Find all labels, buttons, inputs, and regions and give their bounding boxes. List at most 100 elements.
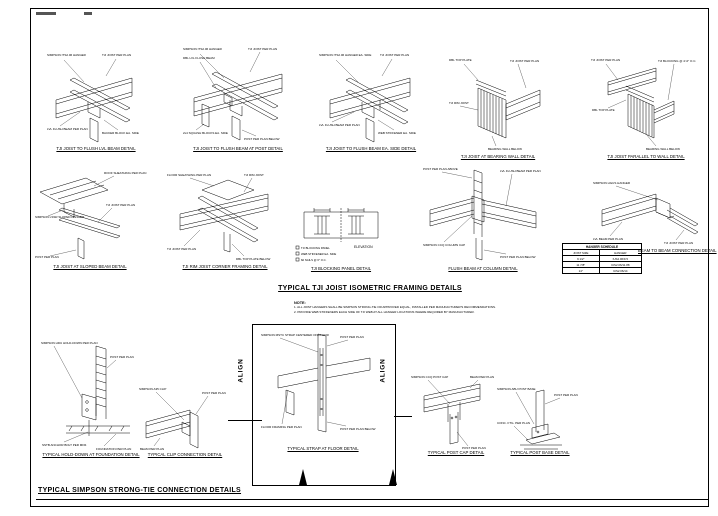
annotation: TJI JOIST PER PLAN xyxy=(380,53,409,57)
annotation: FLOOR FRAMING PER PLAN xyxy=(261,425,302,429)
framing-detail-8-drawing: TJI BLOCKING PANEL WEB STIFFENER EA. SID… xyxy=(295,208,379,262)
title-rule xyxy=(36,499,708,500)
annotation: POST PER PLAN xyxy=(340,335,364,339)
connection-detail-4: SIMPSON CCQ POST CAP BEAM PER PLAN POST … xyxy=(410,370,502,456)
annotation: TJI RIM JOIST xyxy=(244,173,264,177)
annotation: ROOF SHEATHING PER PLAN xyxy=(104,171,146,175)
annotation: POST PER PLAN ABOVE xyxy=(423,167,458,171)
connection-detail-3-drawing: SIMPSON MSTC STRAP CENTERED ON FLOOR POS… xyxy=(261,333,376,433)
annotation: SIMPSON CCQ POST CAP xyxy=(411,375,448,379)
plot-stamp-mark xyxy=(84,12,92,15)
view-label: ELEVATION xyxy=(354,245,373,249)
table-row: 14" IUS2.06/14 xyxy=(562,267,643,274)
hanger-schedule: HANGER SCHEDULE JOIST SIZE HANGER 9 1/2"… xyxy=(562,243,643,274)
detail-caption: TJI BLOCKING PANEL DETAIL xyxy=(310,266,372,271)
notes-block: NOTE: 1. ALL JOIST HANGERS SHALL BE SIMP… xyxy=(294,301,574,315)
annotation: DBL LVL FLUSH BEAM xyxy=(183,56,215,60)
annotation: BEAM PER PLAN xyxy=(140,447,164,451)
framing-detail-6-drawing: SIMPSON LSSR SLOPED HANGER ROOF SHEATHIN… xyxy=(35,171,146,260)
framing-detail-9-drawing: POST PER PLAN ABOVE LVL FLUSH BEAM PER P… xyxy=(423,167,541,261)
framing-detail-9: POST PER PLAN ABOVE LVL FLUSH BEAM PER P… xyxy=(422,164,544,272)
annotation: POST PER PLAN BELOW xyxy=(500,255,536,259)
annotation: SSTB ANCHOR BOLT PER MFR. xyxy=(42,443,87,447)
annotation: TJI JOIST PER PLAN xyxy=(167,247,196,251)
annotation: BACKER BLOCK EA. SIDE xyxy=(102,131,139,135)
annotation: POST PER PLAN xyxy=(110,355,134,359)
annotation: POST PER PLAN xyxy=(35,255,59,259)
framing-detail-5: TJI JOIST PER PLAN TJI BLOCKING @ 4'-0" … xyxy=(590,54,702,160)
connection-detail-5: SIMPSON ABU POST BASE POST PER PLAN CONC… xyxy=(496,384,584,456)
detail-caption: TYPICAL POST CAP DETAIL xyxy=(427,450,485,455)
legend-item: TJI BLOCKING PANEL xyxy=(301,246,330,250)
framing-detail-3-drawing: SIMPSON ITS2.06 HANGER EA. SIDE TJI JOIS… xyxy=(319,53,416,143)
annotation: POST PER PLAN xyxy=(202,391,226,395)
framing-detail-2-drawing: SIMPSON ITS2.06 HANGER TJI JOIST PER PLA… xyxy=(183,47,283,141)
detail-caption: FLUSH BEAM AT COLUMN DETAIL xyxy=(448,266,518,271)
annotation: LVL FLUSH BEAM PER PLAN xyxy=(319,123,360,127)
annotation: LVL BEAM PER PLAN xyxy=(593,237,623,241)
alignment-arrow xyxy=(299,469,307,485)
annotation: TJI BLOCKING @ 4'-0" O.C. xyxy=(658,59,696,63)
framing-detail-1: SIMPSON ITS2.06 HANGER TJI JOIST PER PLA… xyxy=(46,50,146,152)
annotation: BEAM PER PLAN xyxy=(470,375,494,379)
leader-line xyxy=(394,416,412,417)
detail-caption: TJI RIM JOIST CORNER FRAMING DETAIL xyxy=(182,264,268,269)
connection-detail-2: SIMPSON A35 CLIP POST PER PLAN BEAM PER … xyxy=(138,382,232,458)
annotation: TJI JOIST PER PLAN xyxy=(106,203,135,207)
annotation: SIMPSON ITS2.06 HANGER xyxy=(183,47,223,51)
annotation: 2x4 SQUASH BLOCKS EA. SIDE xyxy=(183,131,228,135)
connection-detail-4-drawing: SIMPSON CCQ POST CAP BEAM PER PLAN POST … xyxy=(411,375,494,450)
detail-caption: TJI JOIST AT BEARING WALL DETAIL xyxy=(460,154,536,159)
align-label-left: ALIGN xyxy=(237,358,245,383)
annotation: LVL FLUSH BEAM PER PLAN xyxy=(47,127,88,131)
annotation: LVL FLUSH BEAM PER PLAN xyxy=(500,169,541,173)
annotation: BEARING WALL BELOW xyxy=(488,147,522,151)
connections-section-title: TYPICAL SIMPSON STRONG-TIE CONNECTION DE… xyxy=(38,487,242,494)
framing-detail-4-drawing: DBL TOP PLATE TJI JOIST PER PLAN TJI RIM… xyxy=(449,58,541,151)
sheet-border xyxy=(30,8,709,507)
schedule-table: JOIST SIZE HANGER 9 1/2" IUS2.06/9.5 11 … xyxy=(562,249,643,274)
note-heading: NOTE: xyxy=(294,301,306,305)
detail-caption: TJI JOIST PARALLEL TO WALL DETAIL xyxy=(607,154,685,159)
annotation: CONC. FTG. PER PLAN xyxy=(497,421,530,425)
annotation: TJI RIM JOIST xyxy=(449,101,469,105)
connection-detail-1: SIMPSON HDU HOLD-DOWN PER PLAN POST PER … xyxy=(40,336,142,458)
connection-detail-2-drawing: SIMPSON A35 CLIP POST PER PLAN BEAM PER … xyxy=(139,387,226,451)
note-line: 2. PROVIDE WEB STIFFENERS EACH SIDE OF T… xyxy=(294,309,475,314)
connection-detail-3: SIMPSON MSTC STRAP CENTERED ON FLOOR POS… xyxy=(260,328,386,452)
annotation: WEB STIFFENER EA. SIDE xyxy=(378,131,416,135)
connection-detail-5-drawing: SIMPSON ABU POST BASE POST PER PLAN CONC… xyxy=(497,387,578,450)
annotation: TJI JOIST PER PLAN xyxy=(591,58,620,62)
plot-stamp-mark xyxy=(36,12,56,15)
annotation: SIMPSON HGUS HANGER xyxy=(593,181,631,185)
annotation: FOUNDATION PER PLAN xyxy=(96,447,131,451)
framing-detail-2: SIMPSON ITS2.06 HANGER TJI JOIST PER PLA… xyxy=(182,44,294,152)
annotation: SIMPSON ITS2.06 HANGER xyxy=(47,53,87,57)
framing-detail-1-drawing: SIMPSON ITS2.06 HANGER TJI JOIST PER PLA… xyxy=(47,53,139,143)
framing-detail-8: TJI BLOCKING PANEL WEB STIFFENER EA. SID… xyxy=(290,186,392,272)
annotation: POST PER PLAN xyxy=(554,393,578,397)
alignment-arrow xyxy=(389,469,397,485)
annotation: TJI JOIST PER PLAN xyxy=(102,53,131,57)
leader-line xyxy=(228,420,262,421)
framing-detail-3: SIMPSON ITS2.06 HANGER EA. SIDE TJI JOIS… xyxy=(318,50,424,152)
annotation: DBL TOP PLATE xyxy=(449,58,472,62)
annotation: SIMPSON ABU POST BASE xyxy=(497,387,535,391)
annotation: POST PER PLAN BELOW xyxy=(244,137,280,141)
framing-detail-10-drawing: SIMPSON HGUS HANGER LVL BEAM PER PLAN TJ… xyxy=(593,181,699,245)
detail-caption: TJI JOIST TO FLUSH BEAM EA. SIDE DETAIL xyxy=(325,146,417,151)
annotation: SIMPSON LSSR SLOPED HANGER xyxy=(35,215,85,219)
note-line: 1. ALL JOIST HANGERS SHALL BE SIMPSON ST… xyxy=(294,305,496,309)
annotation: POST PER PLAN xyxy=(462,446,486,450)
annotation: DBL TOP PLATE BELOW xyxy=(236,257,271,261)
framing-detail-6: SIMPSON LSSR SLOPED HANGER ROOF SHEATHIN… xyxy=(34,166,146,270)
schedule-cell: IUS2.06/14 xyxy=(598,267,643,274)
framing-detail-10: SIMPSON HGUS HANGER LVL BEAM PER PLAN TJ… xyxy=(592,176,717,254)
annotation: SIMPSON HDU HOLD-DOWN PER PLAN xyxy=(41,341,98,345)
detail-caption: TYPICAL STRAP AT FLOOR DETAIL xyxy=(287,446,359,451)
framing-section-title: TYPICAL TJI JOIST ISOMETRIC FRAMING DETA… xyxy=(278,285,462,292)
detail-caption: TYPICAL HOLD-DOWN AT FOUNDATION DETAIL xyxy=(42,452,140,457)
framing-detail-5-drawing: TJI JOIST PER PLAN TJI BLOCKING @ 4'-0" … xyxy=(591,58,696,151)
annotation: SIMPSON MSTC STRAP CENTERED ON FLOOR xyxy=(261,333,330,337)
schedule-cell: 14" xyxy=(562,267,600,274)
